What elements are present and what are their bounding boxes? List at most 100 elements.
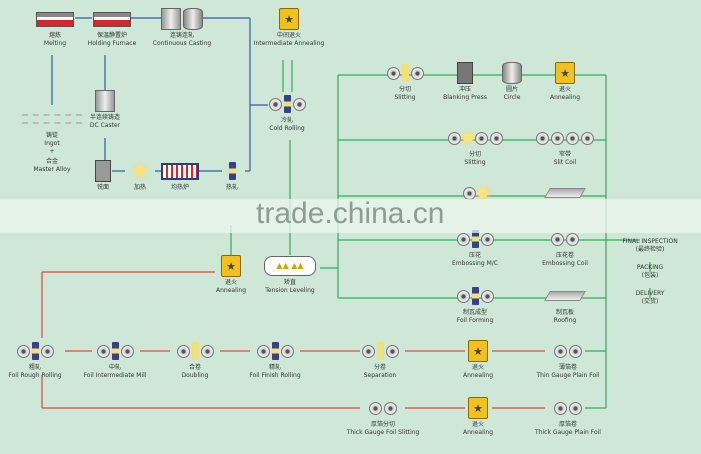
final-inspection-label: FINAL INSPECTION: [622, 238, 678, 245]
separation-icon: [325, 340, 435, 362]
step-label-en: Melting: [43, 40, 67, 47]
step-label-en: Foil Rough Rolling: [8, 372, 62, 379]
process-step-step-6: 铣面: [48, 160, 158, 192]
master-alloy-cn: 合金: [45, 158, 58, 165]
step-label-cn: 中轧: [108, 364, 121, 371]
step-label-en: Cold Rolling: [269, 125, 305, 132]
step-label-cn: 压花: [468, 252, 481, 259]
coil-icon: [510, 228, 620, 250]
rolling-mill-icon: [220, 340, 330, 362]
step-label-cn: 粗轧: [28, 364, 41, 371]
watermark-text: trade.china.cn: [256, 197, 445, 230]
plus-sign: +: [49, 148, 55, 155]
step-label-cn: 矫直: [283, 279, 296, 286]
step-label-en: Tension Leveling: [265, 287, 315, 294]
step-label-en: Thick Gauge Foil Slitting: [346, 429, 420, 436]
step-label-en: Foil Intermediate Mill: [83, 372, 147, 379]
step-label-en: Holding Furnace: [87, 40, 137, 47]
annealing-furnace-icon: ★: [234, 8, 344, 30]
step-label-cn: 均热炉: [170, 184, 189, 191]
step-label-cn: 中间退火: [276, 32, 301, 39]
step-label-cn: 铣面: [96, 184, 109, 191]
step-label-cn: 厚箔分切: [370, 421, 395, 428]
coil-icon: [513, 340, 623, 362]
step-label-cn: 制瓦板: [555, 309, 574, 316]
step-label-en: Ingot: [44, 140, 60, 147]
packing-label: PACKING: [636, 264, 664, 271]
process-step-step-9: 热轧: [177, 160, 287, 192]
step-label-en: Roofing: [553, 317, 577, 324]
step-label-cn: 退火: [471, 364, 484, 371]
step-label-en: Annealing: [549, 94, 581, 101]
step-label-cn: 厚箔卷: [558, 421, 577, 428]
step-label-en: Intermediate Annealing: [253, 40, 325, 47]
caster-icon: [127, 8, 237, 30]
step-label-cn: 制瓦成型: [462, 309, 487, 316]
step-label-en: DC Caster: [89, 122, 121, 129]
step-label-en: Foil Forming: [456, 317, 494, 324]
rolling-mill-icon: [420, 228, 530, 250]
master-alloy-label: Master Alloy: [33, 166, 71, 173]
annealing-furnace-icon: ★: [423, 340, 533, 362]
step-label-cn: 薄箔卷: [558, 364, 577, 371]
coil-icon: [510, 127, 620, 149]
coil-icon: [513, 397, 623, 419]
step-label-en: Circle: [503, 94, 521, 101]
step-label-cn: 熔炼: [48, 32, 61, 39]
annealing-furnace-icon: ★: [510, 62, 620, 84]
step-label-en: Continuous Casting: [152, 40, 212, 47]
step-label-cn: 加热: [133, 184, 146, 191]
final-inspection-cn: (最终检验): [635, 246, 665, 253]
step-label-cn: 窄带: [558, 151, 571, 158]
soaking-pit-icon: [125, 160, 235, 182]
step-label-cn: 铸锭: [45, 132, 58, 139]
delivery-label: DELIVERY: [635, 290, 665, 297]
step-label-cn: 退火: [558, 86, 571, 93]
step-label-en: Thick Gauge Plain Foil: [535, 429, 601, 436]
step-label-en: Doubling: [181, 372, 209, 379]
step-label-cn: 热轧: [225, 184, 238, 191]
dc-caster-icon: [50, 90, 160, 112]
step-label-en: Annealing: [215, 287, 247, 294]
annealing-furnace-icon: ★: [176, 255, 286, 277]
milling-icon: [48, 160, 158, 182]
process-step-step-8: 均热炉: [125, 160, 235, 192]
step-label-cn: 半连续铸造: [89, 114, 120, 121]
step-label-en: Thin Gauge Plain Foil: [536, 372, 600, 379]
rolling-mill-icon: [60, 340, 170, 362]
step-label-cn: 分卷: [373, 364, 386, 371]
slitting-icon: [328, 397, 438, 419]
step-label-en: Annealing: [462, 429, 494, 436]
step-label-en: Separation: [363, 372, 397, 379]
step-label-en: Embossing Coil: [542, 260, 588, 267]
rolling-mill-icon: [232, 93, 342, 115]
step-label-en: Annealing: [462, 372, 494, 379]
step-label-cn: 退火: [471, 421, 484, 428]
press-icon: [410, 62, 520, 84]
step-label-en: Blanking Press: [443, 94, 487, 101]
